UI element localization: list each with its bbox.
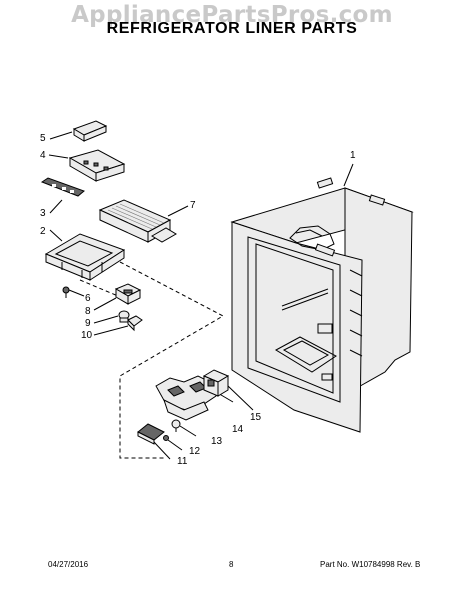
page-title: REFRIGERATOR LINER PARTS <box>106 20 358 37</box>
part-11 <box>137 423 165 445</box>
callout-12: 12 <box>189 446 201 457</box>
part-7 <box>98 199 177 243</box>
callout-8: 8 <box>85 306 91 317</box>
callout-15: 15 <box>250 412 262 423</box>
part-3 <box>40 177 85 197</box>
callout-7: 7 <box>190 200 196 211</box>
callout-13: 13 <box>211 436 223 447</box>
part-8 <box>114 283 142 305</box>
part-10 <box>127 315 143 332</box>
watermark: AppliancePartsPros.com <box>71 2 393 28</box>
callout-10: 10 <box>81 330 93 341</box>
callout-6: 6 <box>85 293 91 304</box>
callout-14: 14 <box>232 424 244 435</box>
footer-part-number: Part No. W10784998 Rev. B <box>320 560 421 569</box>
part-4 <box>68 149 126 182</box>
footer-page-number: 8 <box>229 560 234 569</box>
callout-1: 1 <box>350 150 356 161</box>
callout-5: 5 <box>40 133 46 144</box>
part-6 <box>62 286 70 298</box>
part-15 <box>202 369 230 397</box>
liner-part <box>230 177 414 433</box>
part-2 <box>44 233 126 281</box>
callout-3: 3 <box>40 208 46 219</box>
callout-11: 11 <box>177 456 188 467</box>
callout-4: 4 <box>40 150 46 161</box>
footer-date: 04/27/2016 <box>48 560 89 569</box>
callout-2: 2 <box>40 226 46 237</box>
part-5 <box>72 120 108 142</box>
dashed-guide <box>79 261 225 459</box>
part-13 <box>171 419 181 432</box>
callout-9: 9 <box>85 318 91 329</box>
part-12 <box>163 435 169 441</box>
part-14 <box>155 375 217 421</box>
